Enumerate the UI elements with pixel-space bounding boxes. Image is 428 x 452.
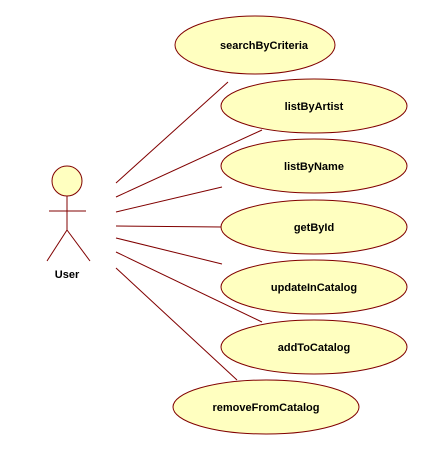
use-case-ellipse — [220, 259, 408, 315]
use-case-ellipse — [172, 379, 360, 435]
use-case-getById[interactable]: getById — [220, 199, 408, 255]
use-case-label: searchByCriteria — [220, 40, 309, 52]
actor-label: User — [55, 269, 80, 281]
use-case-listByArtist[interactable]: listByArtist — [220, 78, 408, 134]
association-listByName — [115, 186, 223, 213]
use-case-searchByCriteria[interactable]: searchByCriteria — [174, 15, 336, 75]
use-case-listByName[interactable]: listByName — [220, 138, 408, 194]
association-getById — [115, 225, 223, 228]
association-updateInCatalog — [115, 237, 223, 265]
use-case-label: removeFromCatalog — [213, 402, 320, 414]
use-case-ellipse — [220, 138, 408, 194]
associations — [115, 81, 263, 381]
use-case-ellipse — [220, 78, 408, 134]
association-addToCatalog — [115, 251, 263, 323]
use-case-label: listByName — [284, 161, 344, 173]
use-case-ellipse — [220, 319, 408, 375]
actor-user — [46, 165, 91, 262]
use-case-label: addToCatalog — [278, 342, 351, 354]
association-listByArtist — [115, 129, 263, 198]
use-case-ellipse — [174, 15, 336, 75]
actor-right-leg — [66, 229, 91, 262]
use-case-addToCatalog[interactable]: addToCatalog — [220, 319, 408, 375]
use-case-label: listByArtist — [285, 101, 344, 113]
use-case-updateInCatalog[interactable]: updateInCatalog — [220, 259, 408, 315]
actor-left-leg — [46, 229, 68, 262]
actor-head — [51, 165, 83, 197]
use-case-ellipse — [220, 199, 408, 255]
association-removeFromCatalog — [115, 267, 238, 381]
use-case-label: updateInCatalog — [271, 282, 357, 294]
association-searchByCriteria — [115, 81, 229, 184]
use-case-removeFromCatalog[interactable]: removeFromCatalog — [172, 379, 360, 435]
use-case-label: getById — [294, 222, 334, 234]
